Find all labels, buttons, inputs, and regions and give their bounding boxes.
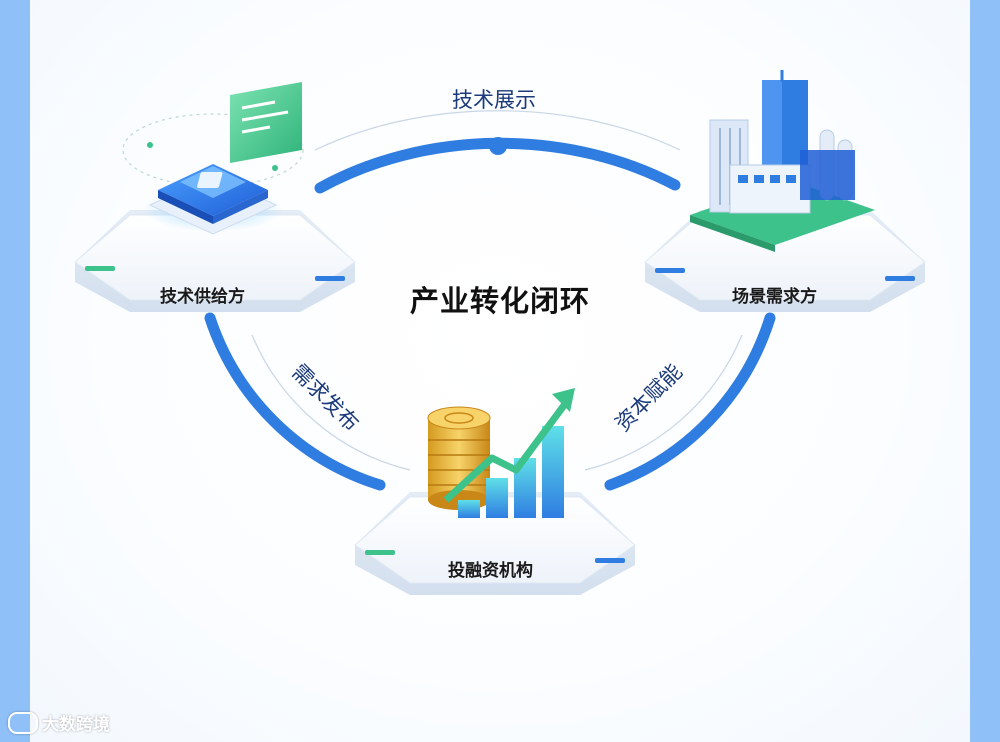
diagram-canvas: 产业转化闭环 技术供给方 场景需求方 投融资机构 技术展示 资本赋能 需求发布 xyxy=(30,0,970,742)
chip-icon xyxy=(122,82,304,235)
frame-right-border xyxy=(970,0,1000,742)
node-label-scenario-demand: 场景需求方 xyxy=(732,287,817,307)
watermark-text: 大数跨境 xyxy=(42,715,110,735)
node-label-investment: 投融资机构 xyxy=(448,561,533,581)
watermark-logo-icon xyxy=(8,711,38,734)
flow-label-tech-showcase: 技术展示 xyxy=(452,88,536,112)
loop-diagram xyxy=(74,70,926,595)
platform-investment xyxy=(354,492,636,595)
platform-tech-supplier xyxy=(74,210,356,312)
node-label-tech-supplier: 技术供给方 xyxy=(160,287,245,307)
coins-growth-icon xyxy=(427,388,575,518)
loop-ring xyxy=(204,110,776,491)
watermark: 大数跨境 xyxy=(8,710,110,735)
diagram-title: 产业转化闭环 xyxy=(409,284,590,318)
factory-icon xyxy=(690,70,875,252)
frame-left-border xyxy=(0,0,30,742)
